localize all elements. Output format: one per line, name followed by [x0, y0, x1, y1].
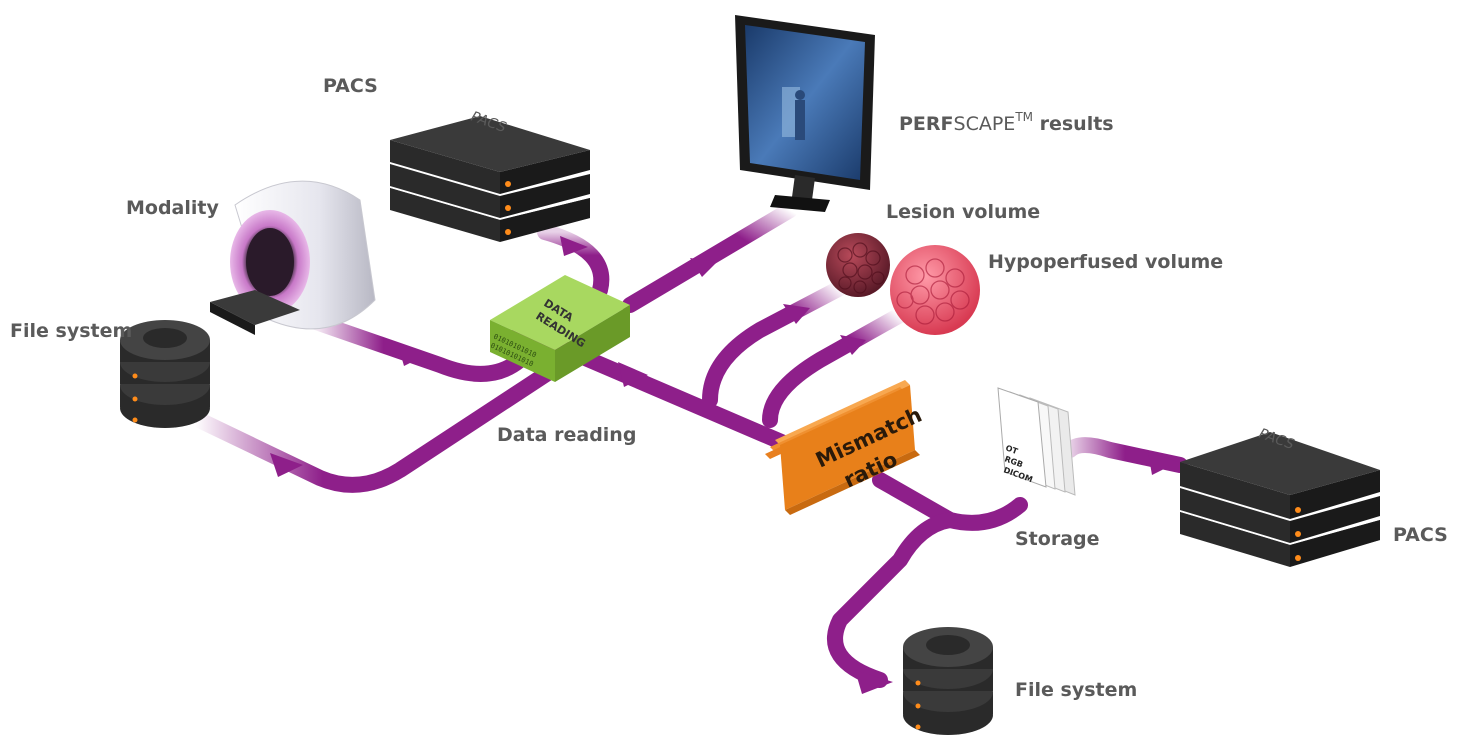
monitor-icon [735, 15, 875, 212]
flow-lesion [702, 280, 848, 408]
arrow-modality [398, 345, 428, 366]
label-pacs-right: PACS [1393, 524, 1448, 546]
flow-monitor [622, 202, 798, 313]
file-system-icon [903, 627, 993, 735]
flow-file-left [187, 357, 568, 493]
flow-pacs-top [537, 224, 610, 298]
flow-file-bottom [827, 512, 958, 688]
flow-arrows [270, 236, 1178, 694]
arrow-main [618, 362, 648, 387]
flow-hypo [762, 307, 908, 428]
label-perfscape-tm: TM [1015, 110, 1033, 124]
pacs-server-icon: PACS [390, 109, 590, 242]
arrow-hypo [840, 335, 866, 355]
label-data-reading: Data reading [497, 424, 637, 446]
flow-pacs-right [1062, 437, 1188, 473]
arrow-monitor [690, 258, 717, 277]
label-perfscape-thin: SCAPE [953, 113, 1016, 135]
arrow-file-left [270, 453, 303, 477]
mismatch-ratio-box: Mismatch ratio [765, 380, 926, 515]
file-system-icon [120, 320, 210, 428]
pacs-server-icon: PACS [1180, 426, 1380, 567]
label-lesion-volume: Lesion volume [886, 201, 1041, 223]
label-perfscape-rest: results [1033, 113, 1114, 135]
label-perfscape-bold: PERF [899, 113, 954, 135]
label-pacs-top: PACS [323, 75, 378, 97]
label-perfscape-results: PERFSCAPETM results [899, 110, 1114, 135]
lesion-cells-icon [826, 233, 890, 297]
arrow-pacs-top [560, 236, 588, 256]
mri-scanner-icon [210, 180, 376, 335]
label-hypoperfused-volume: Hypoperfused volume [988, 251, 1224, 273]
label-file-system-left: File system [10, 320, 133, 342]
hypoperfused-cells-icon [890, 245, 980, 335]
arrow-lesion [783, 304, 810, 324]
flow-modality [302, 312, 528, 382]
label-storage: Storage [1015, 528, 1100, 550]
dicom-documents-icon: OT RGB DICOM [997, 387, 1076, 496]
arrow-pacs-right [1148, 452, 1178, 475]
doc-text-ot: OT [1004, 443, 1019, 456]
arrow-file-bottom [855, 670, 893, 694]
label-modality: Modality [126, 197, 219, 219]
label-file-system-bottom: File system [1015, 679, 1138, 701]
flow-lines [187, 202, 1188, 688]
data-reading-box: DATA READING 01010101010 01010101010 [489, 275, 630, 382]
